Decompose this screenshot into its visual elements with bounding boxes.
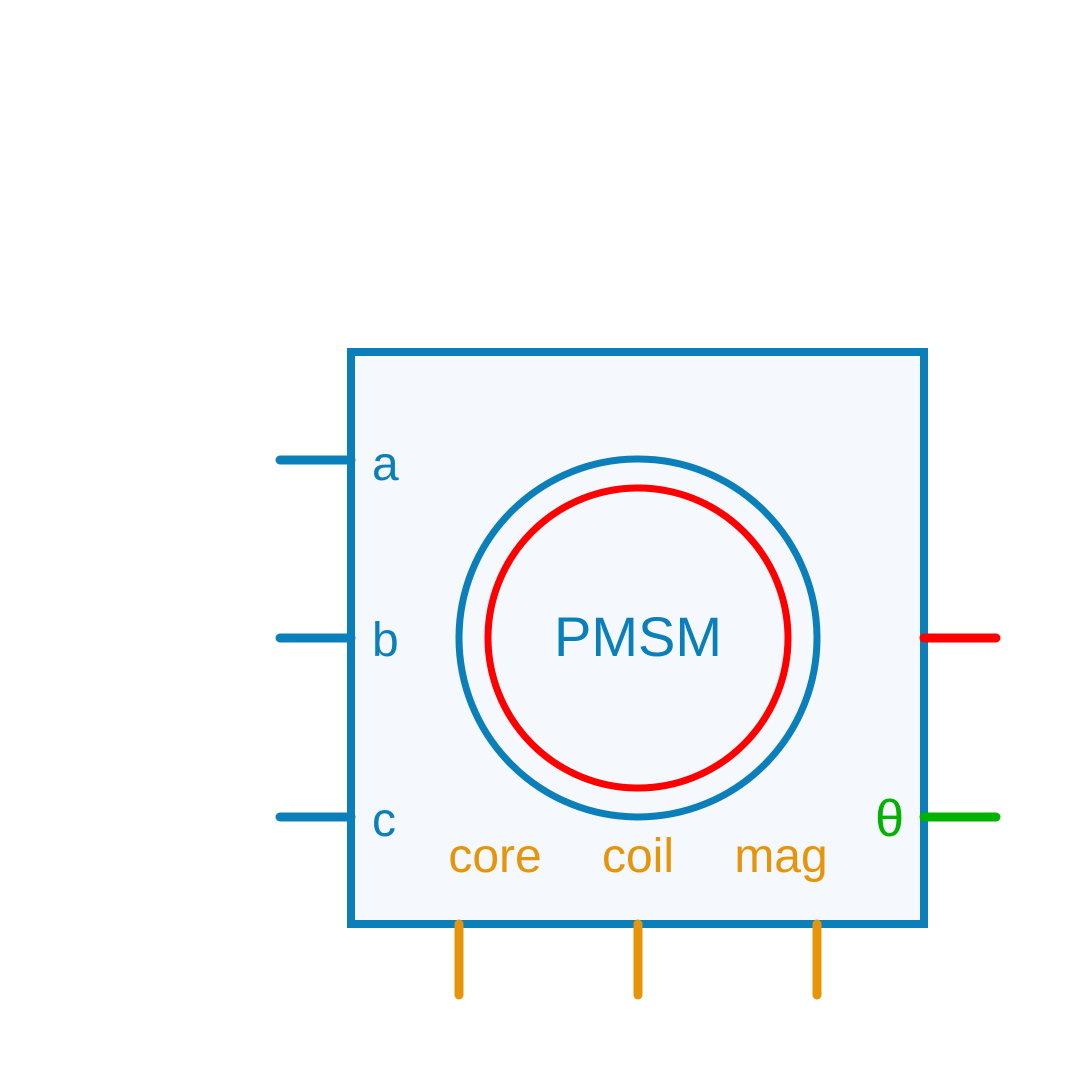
port-mag[interactable]: mag [734, 830, 828, 1000]
port-core[interactable]: core [448, 830, 542, 1000]
port-theta[interactable]: θ [875, 790, 1001, 848]
stator-circle [455, 455, 821, 821]
port-b-label: b [372, 614, 399, 667]
port-coil-label: coil [602, 830, 674, 883]
port-coil[interactable]: coil [602, 830, 674, 1000]
port-mag-label: mag [734, 830, 827, 883]
port-c-label: c [372, 794, 396, 847]
rotor-circle [484, 484, 792, 792]
block-body[interactable] [347, 348, 928, 928]
port-a-label: a [372, 438, 399, 491]
port-c[interactable]: c [275, 794, 396, 847]
port-theta-label: θ [875, 790, 904, 848]
port-a[interactable]: a [275, 438, 399, 491]
port-core-label: core [448, 830, 541, 883]
port-b[interactable]: b [275, 614, 399, 667]
block-title: PMSM [554, 605, 722, 668]
